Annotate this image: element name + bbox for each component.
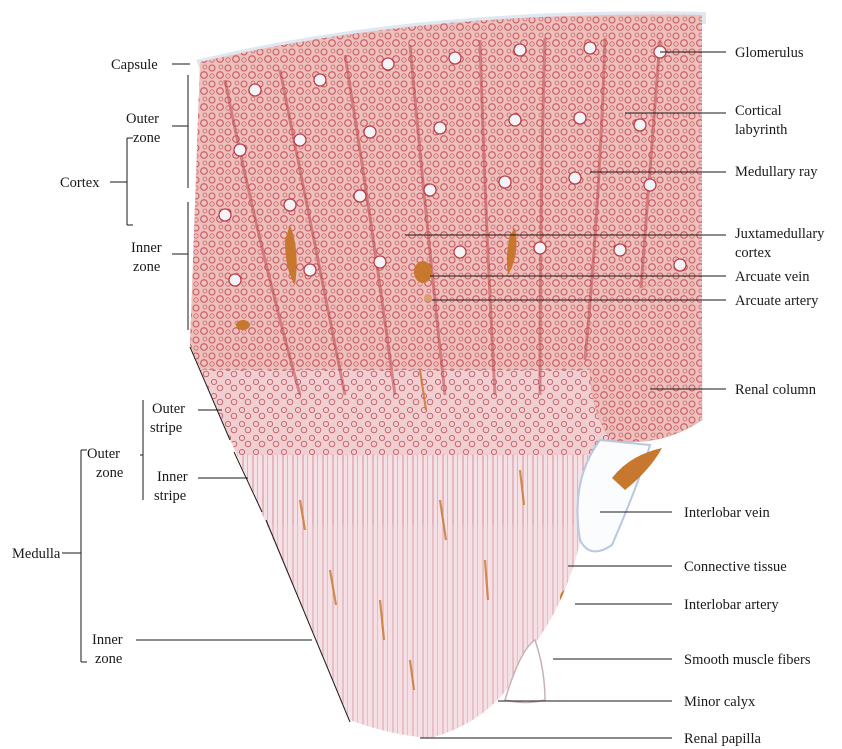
label-cortex-inner-zone-2: zone bbox=[133, 259, 160, 275]
label-cortex-outer-zone-1: Outer bbox=[126, 111, 159, 127]
tissue-section bbox=[180, 10, 720, 749]
label-inner-stripe-2: stripe bbox=[154, 488, 186, 504]
label-medulla-inner-zone-1: Inner bbox=[92, 632, 123, 648]
label-minor-calyx: Minor calyx bbox=[684, 694, 756, 710]
label-outer-stripe-1: Outer bbox=[152, 401, 185, 417]
label-medulla-outer-zone-1: Outer bbox=[87, 446, 120, 462]
label-juxtamedullary-cortex-1: Juxtamedullary bbox=[735, 226, 825, 242]
arcuate-vein bbox=[414, 261, 432, 283]
label-renal-column: Renal column bbox=[735, 382, 817, 398]
right-labels: Glomerulus Cortical labyrinth Medullary … bbox=[684, 45, 825, 747]
label-cortical-labyrinth-1: Cortical bbox=[735, 103, 782, 119]
left-labels: Capsule Outer zone Cortex Inner zone Out… bbox=[12, 57, 188, 667]
label-interlobar-vein: Interlobar vein bbox=[684, 505, 771, 521]
label-capsule: Capsule bbox=[111, 57, 158, 73]
label-glomerulus: Glomerulus bbox=[735, 45, 804, 61]
label-cortex: Cortex bbox=[60, 175, 100, 191]
renal-column bbox=[589, 285, 702, 442]
medulla-inner-region bbox=[180, 520, 720, 749]
label-cortex-outer-zone-2: zone bbox=[133, 130, 160, 146]
label-outer-stripe-2: stripe bbox=[150, 420, 182, 436]
label-cortex-inner-zone-1: Inner bbox=[131, 240, 162, 256]
label-arcuate-artery: Arcuate artery bbox=[735, 293, 819, 309]
label-medullary-ray: Medullary ray bbox=[735, 164, 818, 180]
label-juxtamedullary-cortex-2: cortex bbox=[735, 245, 772, 261]
label-interlobar-artery: Interlobar artery bbox=[684, 597, 779, 613]
label-inner-stripe-1: Inner bbox=[157, 469, 188, 485]
label-renal-papilla: Renal papilla bbox=[684, 731, 761, 747]
arcuate-artery bbox=[424, 294, 432, 302]
label-cortical-labyrinth-2: labyrinth bbox=[735, 122, 788, 138]
label-medulla-inner-zone-2: zone bbox=[95, 651, 122, 667]
label-arcuate-vein: Arcuate vein bbox=[735, 269, 810, 285]
label-medulla: Medulla bbox=[12, 546, 61, 562]
label-connective-tissue: Connective tissue bbox=[684, 559, 787, 575]
label-smooth-muscle-fibers: Smooth muscle fibers bbox=[684, 652, 811, 668]
label-medulla-outer-zone-2: zone bbox=[96, 465, 123, 481]
